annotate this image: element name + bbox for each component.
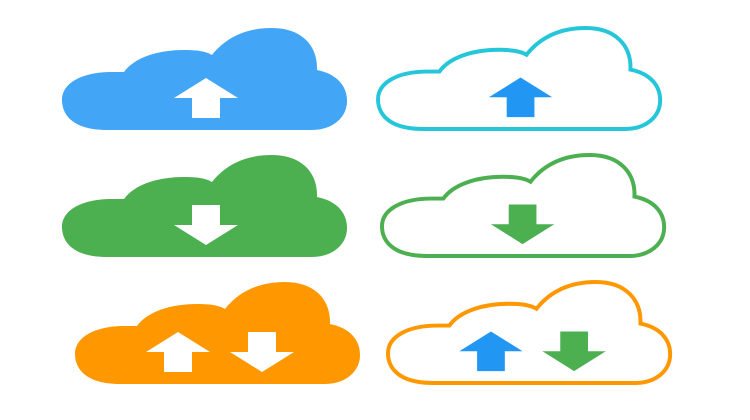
arrow-down-icon xyxy=(490,204,555,245)
arrow-up-icon xyxy=(174,78,238,118)
arrow-down-icon xyxy=(542,331,606,372)
arrow-up-icon xyxy=(146,332,210,372)
cloud-shape xyxy=(75,282,360,384)
arrow-down-icon xyxy=(230,332,294,372)
cloud-sync-filled-icon xyxy=(75,282,360,384)
cloud-shape xyxy=(386,280,673,385)
cloud-upload-filled-icon xyxy=(62,28,347,130)
cloud-download-outline-icon xyxy=(380,153,667,258)
arrow-down-icon xyxy=(174,205,238,245)
cloud-download-filled-icon xyxy=(62,155,347,257)
cloud-sync-outline-icon xyxy=(386,280,673,385)
cloud-upload-outline-icon xyxy=(376,26,663,131)
